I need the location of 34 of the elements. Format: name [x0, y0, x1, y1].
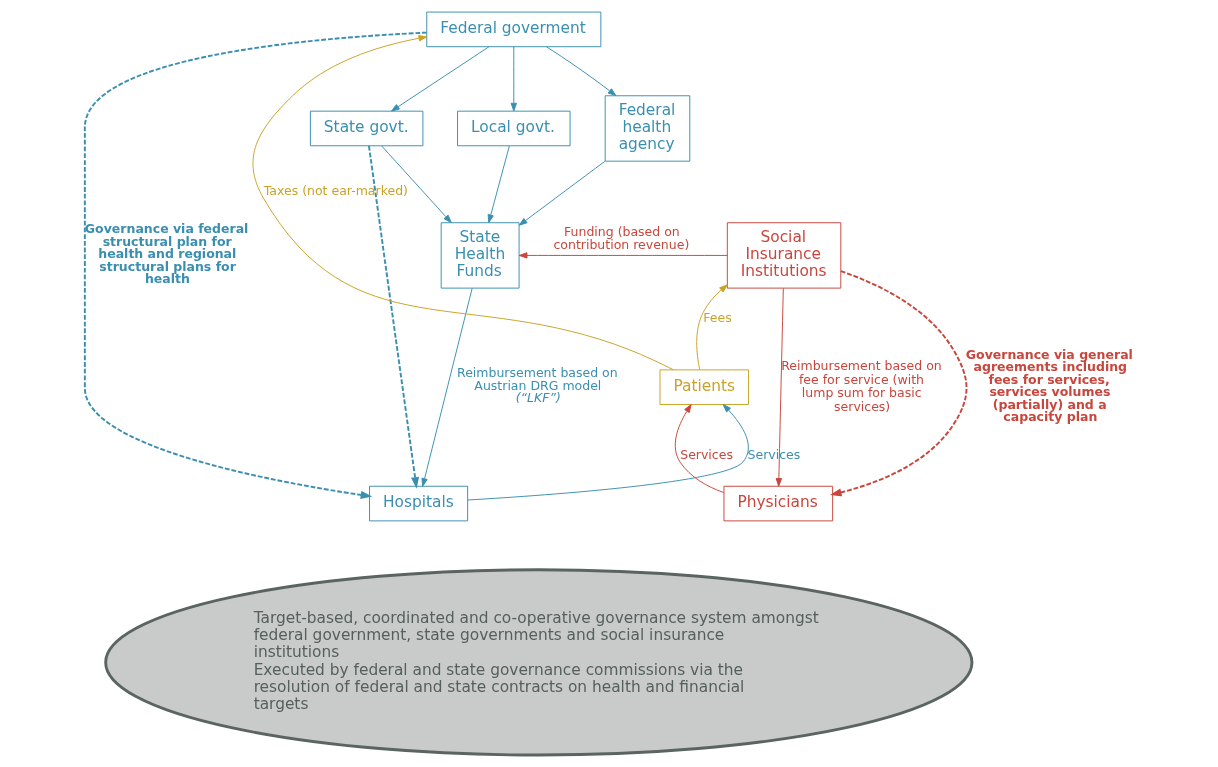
arrow [487, 145, 510, 224]
edge-label: Reimbursement based on fee for service (with lump sum for basic services) [780, 358, 942, 414]
arrow [367, 145, 419, 489]
node-box: Hospitals [368, 485, 468, 522]
node-box: Federal health agency [604, 95, 690, 162]
node-ellipse: Target-based, coordinated and co-operative governance system amongst federal government, state governments and social insurance institutions Executed by federal and state governance commissions via the resolution of federal and state contracts on health and financial targets [103, 568, 973, 757]
arrow [518, 252, 728, 259]
edge-label: Taxes (not ear-marked) [263, 183, 408, 199]
edge-label: Governance via federal structural plan for health and regional structural plans for health [84, 221, 248, 287]
node-box: Local govt. [456, 110, 571, 147]
arrow [695, 284, 728, 371]
arrow [545, 46, 616, 97]
edge-label: Fees [702, 310, 732, 326]
arrow [420, 287, 473, 487]
arrow [829, 270, 967, 497]
arrow [380, 145, 452, 224]
edge-label: Funding (based on contribution revenue) [552, 223, 689, 253]
arrow [252, 35, 674, 371]
node-box: Federal goverment [425, 11, 601, 48]
arrow [390, 46, 489, 112]
node-box: State govt. [309, 110, 423, 147]
node-box: Physicians [722, 485, 833, 522]
edge-label: Services [679, 446, 733, 462]
arrow [775, 287, 784, 487]
arrow [674, 404, 724, 494]
node-box: Social Insurance Institutions [726, 222, 841, 289]
node-box: Patients [659, 369, 749, 405]
node-box: State Health Funds [440, 222, 520, 289]
arrow [466, 404, 749, 501]
edge-label: Governance via general agreements including fees for services, services volumes (partially) and a capacity plan [965, 346, 1133, 425]
arrow [518, 160, 605, 226]
arrow [510, 46, 517, 112]
edge-label: Reimbursement based on Austrian DRG model (“LKF”) [456, 365, 618, 406]
arrow [83, 31, 428, 499]
